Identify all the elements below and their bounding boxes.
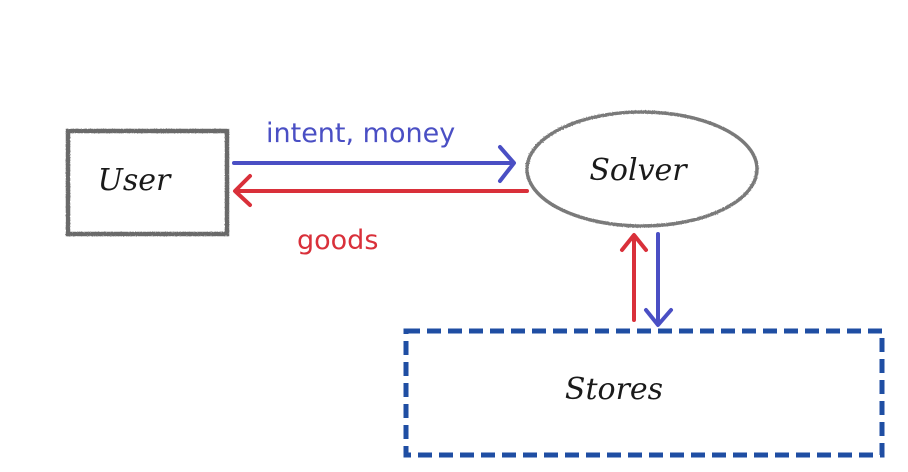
goods-arrow-head	[233, 174, 252, 207]
stores-to-solver-arrow	[620, 233, 648, 322]
solver-ellipse	[525, 110, 759, 228]
stores-node: Stores	[403, 328, 885, 458]
user-node: User	[65, 128, 230, 237]
intent-money-arrow-head	[498, 145, 516, 183]
solver-to-stores-arrow-head	[644, 308, 673, 327]
goods-arrow	[233, 174, 529, 207]
solver-to-stores-arrow	[644, 232, 673, 327]
stores-label: Stores	[565, 372, 663, 407]
user-box	[65, 128, 230, 237]
stores-to-solver-arrow-head	[620, 233, 648, 252]
solver-node: Solver	[525, 110, 759, 228]
user-label: User	[98, 163, 172, 198]
stores-box	[403, 328, 885, 458]
goods-label: goods	[297, 225, 378, 256]
intent-money-label: intent, money	[266, 118, 455, 149]
solver-label: Solver	[589, 153, 688, 188]
intent-money-arrow	[232, 145, 516, 183]
